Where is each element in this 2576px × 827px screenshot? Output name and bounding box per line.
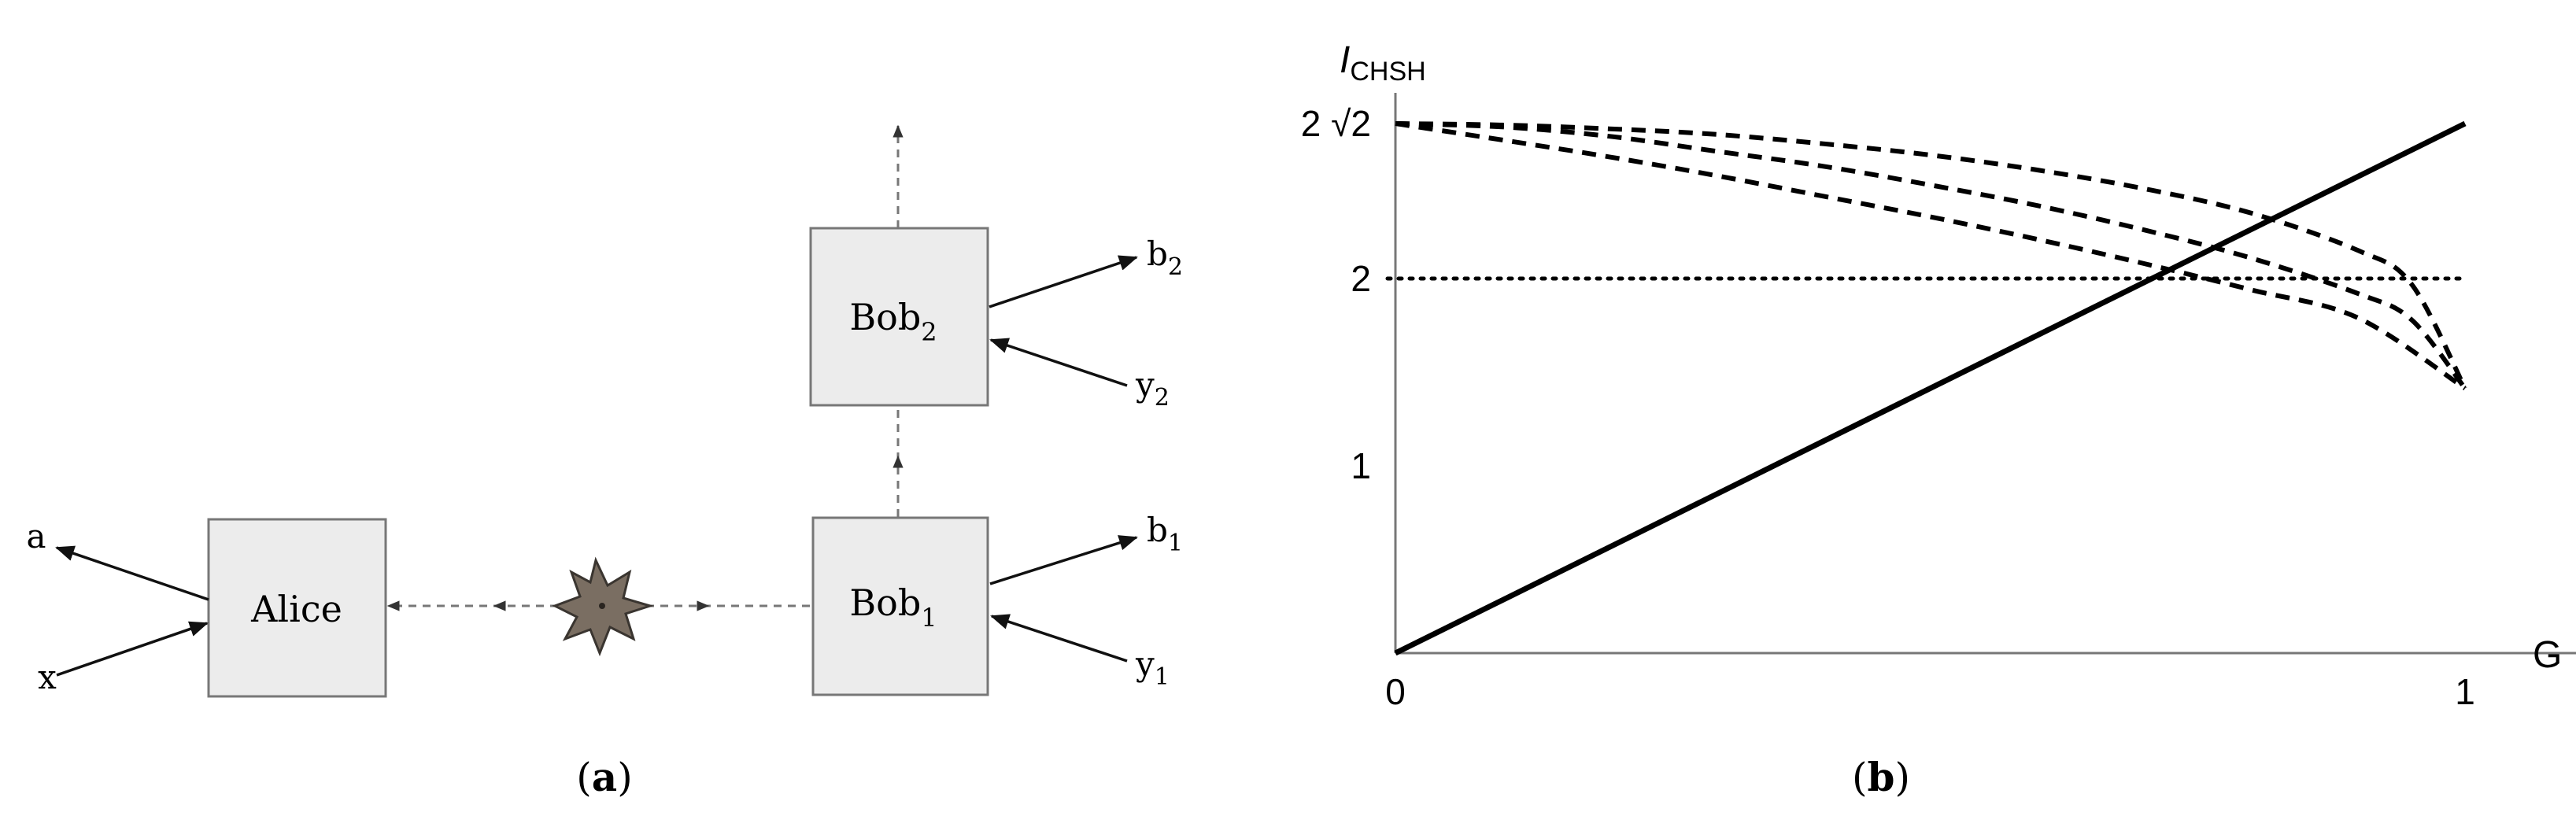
bob1-input-arrow — [990, 614, 1128, 663]
alice-output-arrow — [55, 545, 209, 601]
star-burst-icon — [552, 556, 655, 657]
alice-input-label: x — [38, 658, 57, 696]
y-tick-label-1: 2 — [1351, 258, 1371, 299]
bob1-output-arrow — [989, 535, 1138, 585]
bob2-box — [809, 227, 989, 407]
series-dashed-2-line — [1395, 121, 2467, 390]
panel-a-diagram: Alice Bob1 Bob2 a x b1 y1 b2 y2 (a) — [26, 124, 1183, 800]
panel-b-chart: ICHSH G 0 1 1 2 2 √2 (b) — [1301, 39, 2576, 800]
y-tick-label-0: 1 — [1351, 445, 1371, 486]
bob1-input-label: y1 — [1135, 644, 1170, 691]
series-dashed-1-line — [1395, 121, 2467, 391]
panel-b-caption: (b) — [1852, 754, 1910, 800]
y-tick-label-2: 2 √2 — [1301, 103, 1371, 144]
series-solid-line — [1394, 120, 2467, 656]
bob2-output-label: b2 — [1147, 234, 1183, 281]
panel-a-caption: (a) — [576, 754, 632, 800]
bob1-box — [811, 516, 989, 696]
bob2-label: Bob2 — [849, 296, 937, 347]
x-tick-label-0: 0 — [1385, 671, 1406, 712]
alice-input-arrow — [56, 621, 209, 677]
bob2-input-label: y2 — [1135, 365, 1170, 412]
bob1-label: Bob1 — [849, 581, 937, 633]
alice-output-label: a — [26, 517, 46, 556]
alice-box — [207, 518, 387, 698]
x-tick-label-1: 1 — [2455, 671, 2475, 712]
x-axis-label: G — [2533, 634, 2562, 676]
series-layer — [1385, 120, 2467, 656]
bob1-output-label: b1 — [1147, 511, 1183, 557]
y-axis-label: ICHSH — [1340, 39, 1426, 87]
tick-layer: 0 1 1 2 2 √2 — [1301, 103, 2475, 712]
bob2-input-arrow — [989, 338, 1128, 387]
series-dashed-3-line — [1395, 121, 2467, 390]
bob2-output-arrow — [989, 255, 1138, 308]
alice-label: Alice — [250, 588, 342, 630]
